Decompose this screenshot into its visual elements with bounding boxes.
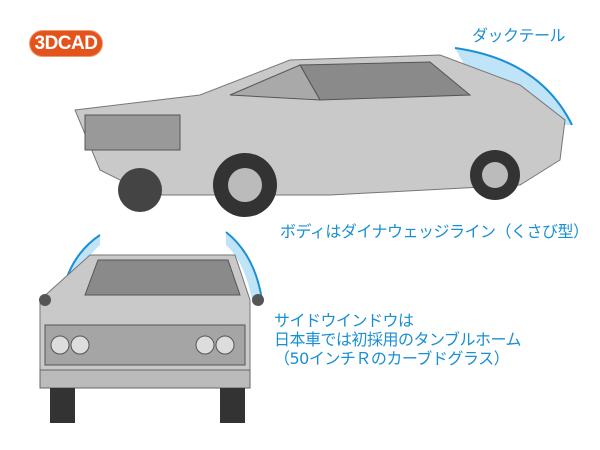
- body-caption: ボディはダイナウェッジライン（くさび型）: [280, 222, 589, 241]
- caption-line: 日本車では初採用のタンブルホーム: [274, 330, 522, 349]
- side-window-caption: サイドウインドウは 日本車では初採用のタンブルホーム （50インチＲのカーブドグ…: [274, 311, 522, 368]
- 3dcad-badge: 3DCAD: [30, 31, 102, 56]
- car-front-view: [39, 254, 264, 423]
- ducktail-caption: ダックテール: [472, 26, 566, 45]
- side-window-line-right: [225, 231, 263, 301]
- side-window-highlight-right: [226, 232, 262, 300]
- caption-line: （50インチＲのカーブドグラス）: [274, 349, 510, 368]
- car-side-view: [74, 54, 566, 217]
- caption-line: サイドウインドウは: [274, 311, 414, 330]
- ducktail-line: [454, 47, 573, 126]
